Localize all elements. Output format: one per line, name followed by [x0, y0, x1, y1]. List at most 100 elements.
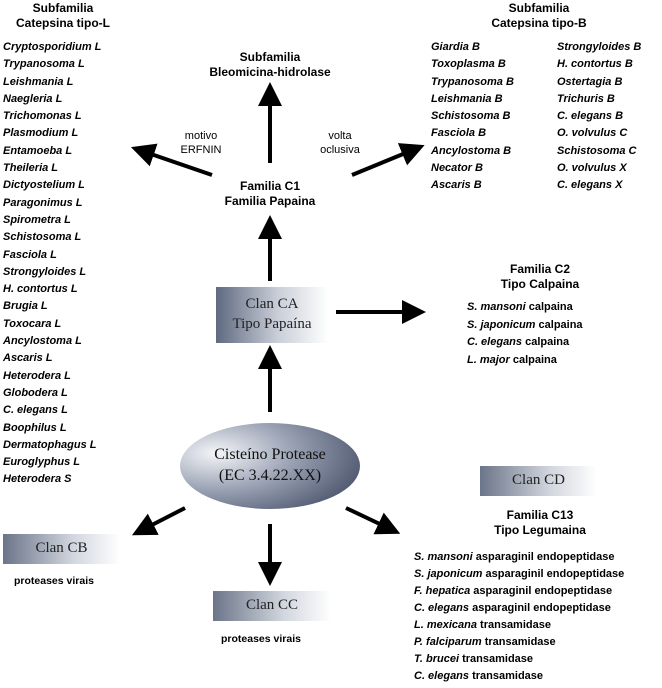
center-line1: Cisteíno Protease — [214, 446, 326, 463]
subfam-b-title: Subfamilia Catepsina tipo-B — [464, 1, 614, 31]
familia-c13-item: P. falciparum transamidase — [414, 634, 624, 651]
familia-c2-line1: Familia C2 — [509, 262, 571, 276]
subfam-l-title-line2: Catepsina tipo-L — [15, 16, 110, 30]
familia-c13-item-description: transamidase — [459, 653, 534, 665]
familia-c2-item-description: calpaina — [509, 353, 557, 366]
familia-c2-item-description: calpaina — [535, 318, 583, 331]
familia-c13-item: T. brucei transamidase — [414, 651, 624, 668]
subfam-b-item: Giardia B — [431, 41, 480, 53]
arrow-to-clan-cd — [345, 506, 401, 535]
familia-c1-label: Familia C1 Familia Papaina — [200, 179, 340, 209]
subfam-l-item: Ancylostoma L — [3, 335, 82, 348]
subfam-b-item: Ostertagia B — [557, 75, 623, 88]
subfam-b-item: Toxoplasma B — [431, 58, 506, 71]
subfam-l-item: Euroglyphus L — [3, 456, 80, 469]
subfam-l-item: Heterodera S — [3, 473, 72, 486]
clan-cc-label: Clan CC — [245, 597, 299, 613]
clan-ca-box — [216, 287, 328, 343]
subfam-b-item: Trichuris B — [557, 92, 615, 105]
subfam-b-title-line2: Catepsina tipo-B — [491, 16, 587, 30]
arrow-to-clan-cb — [131, 506, 186, 536]
center-line2: (EC 3.4.22.XX) — [218, 467, 322, 484]
subfam-l-title: Subfamilia Catepsina tipo-L — [4, 1, 122, 31]
familia-c2-item-description: calpaina — [522, 336, 570, 348]
familia-c2-item-description: calpaina — [525, 301, 573, 313]
center-label: Cisteíno Protease (EC 3.4.22.XX) — [180, 444, 360, 486]
subfam-l-item: Schistosoma L — [3, 231, 82, 244]
volta-oclusiva-label: volta oclusiva — [312, 129, 368, 157]
arrow-to-subfam-l — [130, 143, 213, 177]
familia-c13-item: S. japonicum asparaginil endopeptidase — [414, 566, 624, 583]
familia-c13-item-species: L. mexicana — [414, 619, 477, 631]
familia-c13-item-species: T. brucei — [414, 653, 460, 665]
subfam-l-item: Brugia L — [3, 300, 48, 313]
familia-c13-item-description: transamidase — [476, 619, 551, 631]
subfam-b-item: Schistosoma B — [431, 110, 511, 123]
subfam-l-item: Dictyostelium L — [3, 179, 85, 192]
familia-c13-item: L. mexicana transamidase — [414, 617, 624, 634]
familia-c2-item: C. elegans calpaina — [467, 334, 583, 352]
subfam-b-item: Ascaris B — [431, 179, 482, 192]
subfam-l-item: Strongyloides L — [3, 265, 87, 278]
familia-c2-item: L. major calpaina — [467, 352, 583, 370]
arrow-to-subfam-b — [351, 143, 425, 177]
familia-c1-line1: Familia C1 — [239, 179, 301, 193]
familia-c13-item-species: C. elegans — [414, 670, 470, 682]
motivo-line2: ERFNIN — [180, 144, 222, 156]
subfam-b-item: O. volvulus X — [557, 162, 627, 175]
familia-c13-item-description: asparaginil endopeptidase — [469, 602, 611, 614]
motivo-erfnin-label: motivo ERFNIN — [176, 129, 226, 157]
clan-cb-desc: proteases virais — [14, 575, 94, 587]
subfam-l-item: Trichomonas L — [3, 110, 82, 123]
clan-ca-line1: Clan CA — [245, 296, 299, 312]
familia-c2-item-species: S. japonicum — [467, 318, 536, 331]
familia-c2-line2: Tipo Calpaina — [500, 277, 580, 291]
familia-c13-title: Familia C13 Tipo Legumaina — [470, 508, 610, 538]
motivo-line1: motivo — [184, 130, 218, 142]
subfam-l-item: Naegleria L — [3, 92, 63, 105]
subfam-l-item: Trypanosoma L — [3, 58, 85, 71]
subfam-b-item: Schistosoma C — [557, 144, 637, 157]
clan-cb-box — [3, 534, 120, 564]
familia-c2-item-species: C. elegans — [467, 336, 523, 348]
familia-c13-item-species: S. japonicum — [414, 568, 483, 580]
subfam-b-item: O. volvulus C — [557, 127, 628, 140]
subfam-l-item: Entamoeba L — [3, 144, 73, 157]
clan-cd-label: Clan CD — [512, 472, 565, 488]
clan-cc-desc: proteases virais — [221, 633, 301, 645]
subfam-b-item: C. elegans B — [557, 110, 624, 123]
familia-c13-item-species: F. hepatica — [414, 585, 471, 597]
familia-c13-item: C. elegans transamidase — [414, 668, 624, 685]
subfam-l-item: Paragonimus L — [3, 196, 83, 209]
subfam-l-item: Theileria L — [3, 162, 59, 175]
subfam-b-item: Trypanosoma B — [431, 75, 514, 88]
familia-c2-item-species: S. mansoni — [467, 301, 526, 313]
familia-c1-line2: Familia Papaina — [224, 194, 316, 208]
familia-c13-item-species: C. elegans — [414, 602, 470, 614]
subfam-b-item: Fasciola B — [431, 127, 487, 140]
subfam-l-item: H. contortus L — [3, 283, 78, 296]
subfam-l-item: Ascaris L — [3, 352, 53, 365]
subfam-b-title-line1: Subfamilia — [508, 1, 570, 15]
bleomicina-line2: Bleomicina-hidrolase — [209, 65, 331, 79]
clan-ca-label: Clan CA Tipo Papaína — [216, 294, 328, 334]
clan-cd-box — [480, 466, 597, 496]
subfam-b-item: Leishmania B — [431, 92, 503, 105]
subfam-b-item: Necator B — [431, 162, 483, 175]
familia-c2-item: S. japonicum calpaina — [467, 317, 583, 335]
subfam-b-item: H. contortus B — [557, 58, 633, 71]
familia-c13-item-description: asparaginil endopeptidase — [472, 551, 615, 563]
familia-c13-item-description: transamidase — [469, 670, 544, 682]
subfam-b-item: C. elegans X — [557, 179, 623, 192]
bleomicina-label: Subfamilia Bleomicina-hidrolase — [185, 50, 355, 80]
subfam-b-list-col1: Giardia B Toxoplasma B Trypanosoma B Leishm… — [431, 39, 514, 195]
subfam-l-item: Leishmania L — [3, 75, 74, 88]
familia-c13-item-species: P. falciparum — [414, 636, 482, 648]
familia-c13-item: F. hepatica asparaginil endopeptidase — [414, 583, 624, 600]
subfam-l-item: Heterodera L — [3, 369, 71, 382]
volta-line2: oclusiva — [320, 144, 360, 156]
